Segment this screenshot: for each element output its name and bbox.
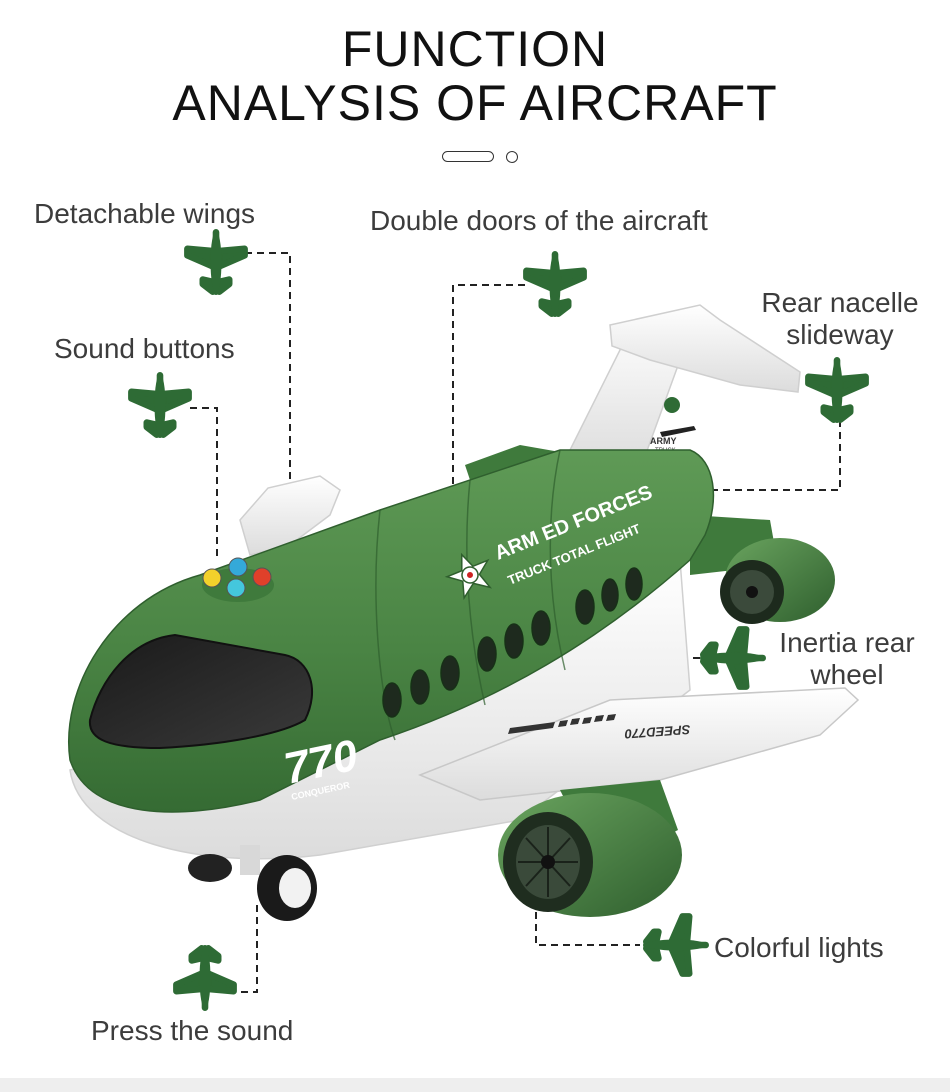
sound-buttons	[202, 557, 274, 602]
airplane-icon	[176, 947, 233, 1009]
callout-lines	[190, 252, 841, 993]
label-press-sound: Press the sound	[91, 1015, 294, 1046]
pager-dot	[506, 151, 518, 163]
airplane-icon	[131, 374, 188, 436]
wing-decal: SPEED770	[623, 722, 690, 742]
label-double-doors: Double doors of the aircraft	[370, 205, 708, 236]
label-rear-nacelle-line2: slideway	[786, 319, 894, 350]
label-inertia-line1: Inertia rear	[779, 627, 915, 658]
page-title-line2: ANALYSIS OF AIRCRAFT	[172, 75, 778, 131]
callout-detachable-wings	[245, 252, 291, 490]
callout-colorful-lights	[535, 900, 640, 946]
label-inertia-line2: wheel	[810, 659, 884, 690]
pager-active-pill	[442, 151, 494, 162]
front-engine	[498, 780, 682, 917]
label-sound-buttons: Sound buttons	[54, 333, 235, 364]
label-colorful-lights: Colorful lights	[714, 932, 884, 963]
airplane-icon	[702, 629, 764, 686]
detachable-wing	[239, 475, 341, 556]
airplane-icon	[526, 253, 583, 315]
tail-decal-text: ARMY	[650, 436, 677, 446]
callout-press-sound	[228, 905, 258, 993]
callout-sound-buttons	[190, 407, 218, 560]
airplane-icon	[808, 359, 865, 421]
airplane-icon	[187, 231, 244, 293]
label-detachable-wings: Detachable wings	[34, 198, 256, 229]
callout-double-doors	[452, 284, 525, 490]
front-wheel	[188, 845, 317, 921]
rear-right-engine	[690, 515, 835, 624]
main-wing: SPEED770	[418, 687, 860, 801]
windshield	[88, 633, 314, 750]
airplane-icon	[645, 916, 707, 973]
callout-rear-nacelle	[712, 420, 841, 491]
page-title-line1: FUNCTION	[341, 21, 609, 77]
windows	[382, 567, 643, 718]
label-rear-nacelle-line1: Rear nacelle	[761, 287, 919, 318]
bottom-strip	[0, 1078, 950, 1092]
pager-indicator	[442, 150, 522, 164]
